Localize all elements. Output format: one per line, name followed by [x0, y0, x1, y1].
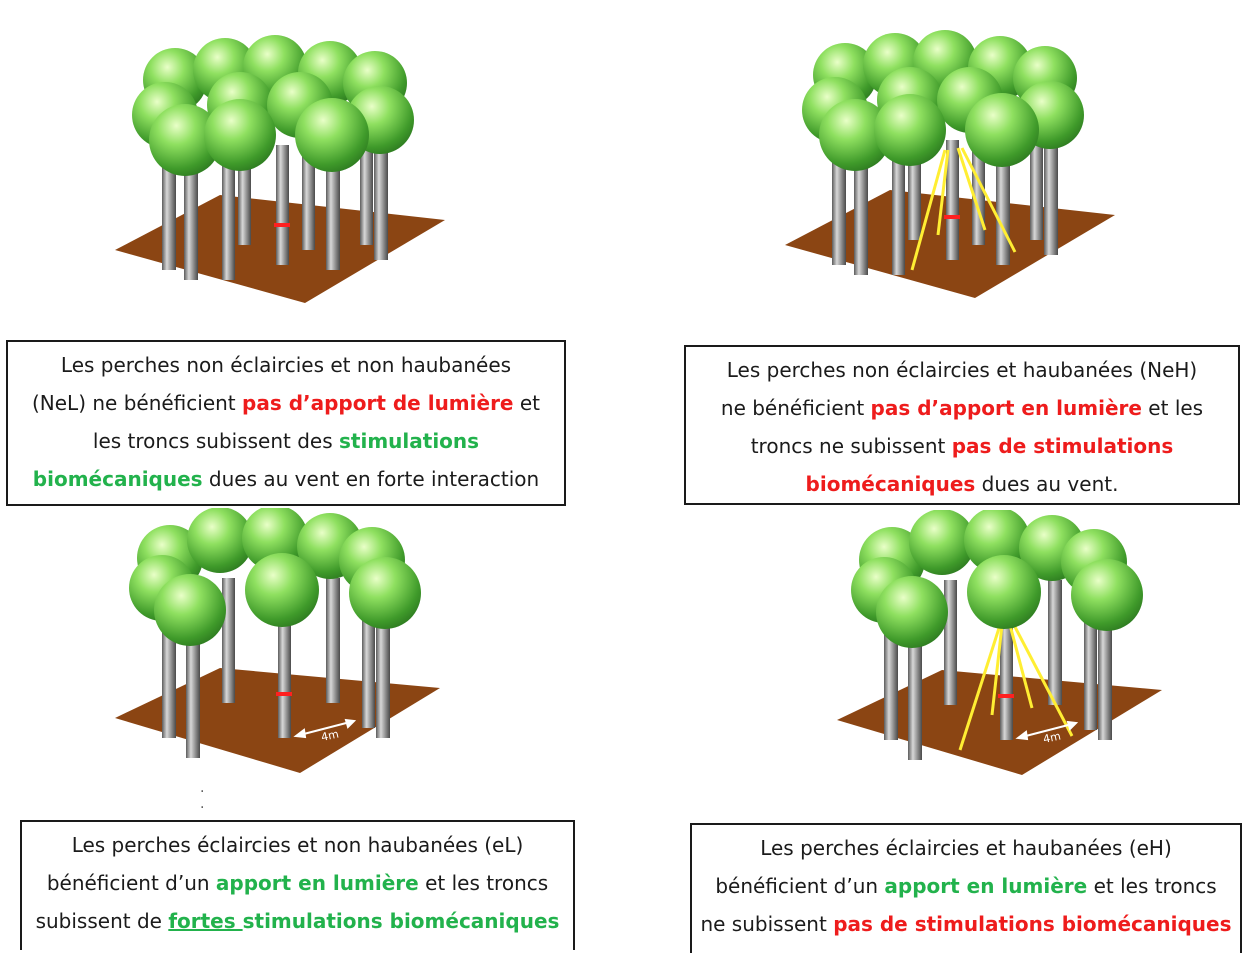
measure-mark — [274, 223, 290, 227]
forest-scene-el: 4m — [115, 508, 440, 773]
trunks — [162, 578, 390, 758]
guy-wires — [958, 624, 1074, 751]
distance-label: 4m — [320, 728, 340, 744]
crowns — [129, 508, 421, 646]
caption-neh: Les perches non éclaircies et haubanées … — [684, 345, 1240, 505]
caption-line-1: Les perches non éclaircies et non hauban… — [60, 353, 512, 377]
caption-line-4: biomécaniques dues au vent en forte inte… — [32, 467, 540, 491]
caption-line-2: (NeL) ne bénéficient pas d’apport de lum… — [31, 391, 541, 415]
caption-line-2: bénéficient d’un apport en lumière et le… — [715, 874, 1217, 898]
caption-line-4: biomécaniques dues au vent. — [805, 472, 1119, 496]
distance-label: 4m — [1042, 730, 1062, 746]
caption-line-2: ne bénéficient pas d’apport en lumière e… — [720, 396, 1204, 420]
measure-mark — [998, 694, 1014, 698]
measure-mark — [944, 215, 960, 219]
measure-mark — [276, 692, 292, 696]
crowns — [851, 510, 1143, 648]
distance-marker — [1015, 720, 1079, 741]
caption-line-3: ne subissent pas de stimulations bioméca… — [700, 912, 1232, 936]
caption-line-2: bénéficient d’un apport en lumière et le… — [46, 871, 549, 895]
caption-nel: Les perches non éclaircies et non hauban… — [6, 340, 566, 506]
crowns — [132, 35, 414, 176]
forest-scene-nel — [115, 35, 445, 303]
trunks — [832, 140, 1058, 275]
caption-line-1: Les perches non éclaircies et haubanées … — [726, 358, 1198, 382]
caption-line-3: les troncs subissent des stimulations — [92, 429, 480, 453]
forest-scene-neh — [785, 30, 1115, 298]
trunks — [162, 145, 388, 280]
caption-line-3: troncs ne subissent pas de stimulations — [750, 434, 1174, 458]
caption-el: Les perches éclaircies et non haubanées … — [20, 820, 575, 950]
trunks — [884, 580, 1112, 760]
caption-line-1: Les perches éclaircies et haubanées (eH) — [760, 836, 1172, 860]
guy-wires — [910, 147, 1017, 271]
distance-marker — [293, 718, 357, 739]
caption-eh: Les perches éclaircies et haubanées (eH)… — [690, 823, 1242, 953]
caption-line-3: subissent de fortes stimulations bioméca… — [35, 909, 560, 933]
forest-scene-eh: 4m — [837, 510, 1162, 775]
crowns — [802, 30, 1084, 171]
caption-line-1: Les perches éclaircies et non haubanées … — [71, 833, 524, 857]
